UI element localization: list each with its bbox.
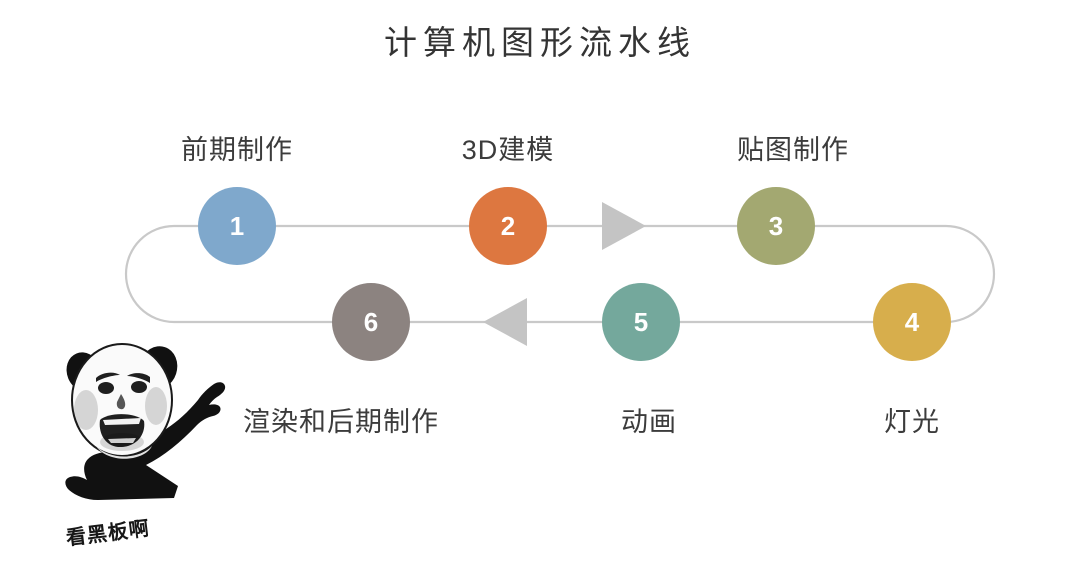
step-node-2[interactable]: 2 [469, 187, 547, 265]
step-node-4[interactable]: 4 [873, 283, 951, 361]
step-label-6: 渲染和后期制作 [243, 407, 439, 437]
step-node-6[interactable]: 6 [332, 283, 410, 361]
step-number-4: 4 [904, 307, 920, 337]
arrow-right-icon [602, 202, 646, 250]
step-label-4: 灯光 [884, 407, 940, 437]
step-label-5: 动画 [621, 407, 677, 437]
page-title: 计算机图形流水线 [384, 24, 696, 61]
step-label-1: 前期制作 [181, 135, 293, 165]
step-node-1[interactable]: 1 [198, 187, 276, 265]
step-label-2: 3D建模 [461, 135, 555, 165]
arrow-left-icon [483, 298, 527, 346]
step-number-3: 3 [768, 211, 784, 241]
step-number-1: 1 [229, 211, 245, 241]
pipeline-loop-path [124, 224, 996, 324]
step-number-6: 6 [363, 307, 379, 337]
step-label-3: 贴图制作 [737, 135, 849, 165]
step-node-5[interactable]: 5 [602, 283, 680, 361]
step-node-3[interactable]: 3 [737, 187, 815, 265]
step-number-5: 5 [633, 307, 649, 337]
step-number-2: 2 [500, 211, 516, 241]
angry-panda-pointing-icon [38, 338, 238, 513]
